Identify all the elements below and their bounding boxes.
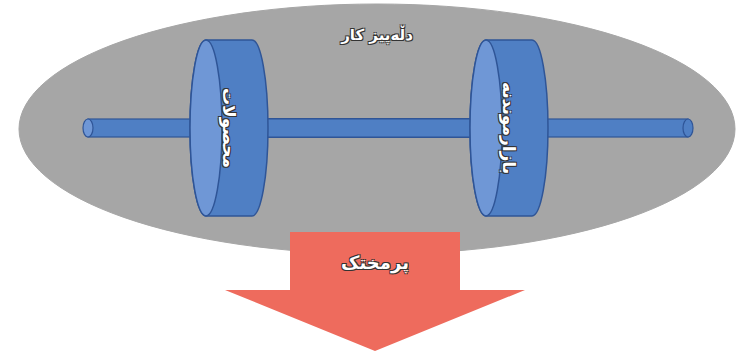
node-label: بازارموندنه [499, 82, 519, 174]
work-area-ellipse: دڵەپیز کار محصولات بازارموندنه [18, 3, 736, 255]
node-label: پرمختک [341, 252, 409, 273]
weight-plate: بازارموندنه [468, 38, 550, 218]
node-label: محصولات [219, 88, 239, 168]
progress-arrow: پرمختک [225, 232, 525, 351]
area-title: دڵەپیز کار [341, 26, 413, 44]
progress-arrow-outline [225, 232, 525, 351]
weight-plate: محصولات [188, 38, 270, 218]
